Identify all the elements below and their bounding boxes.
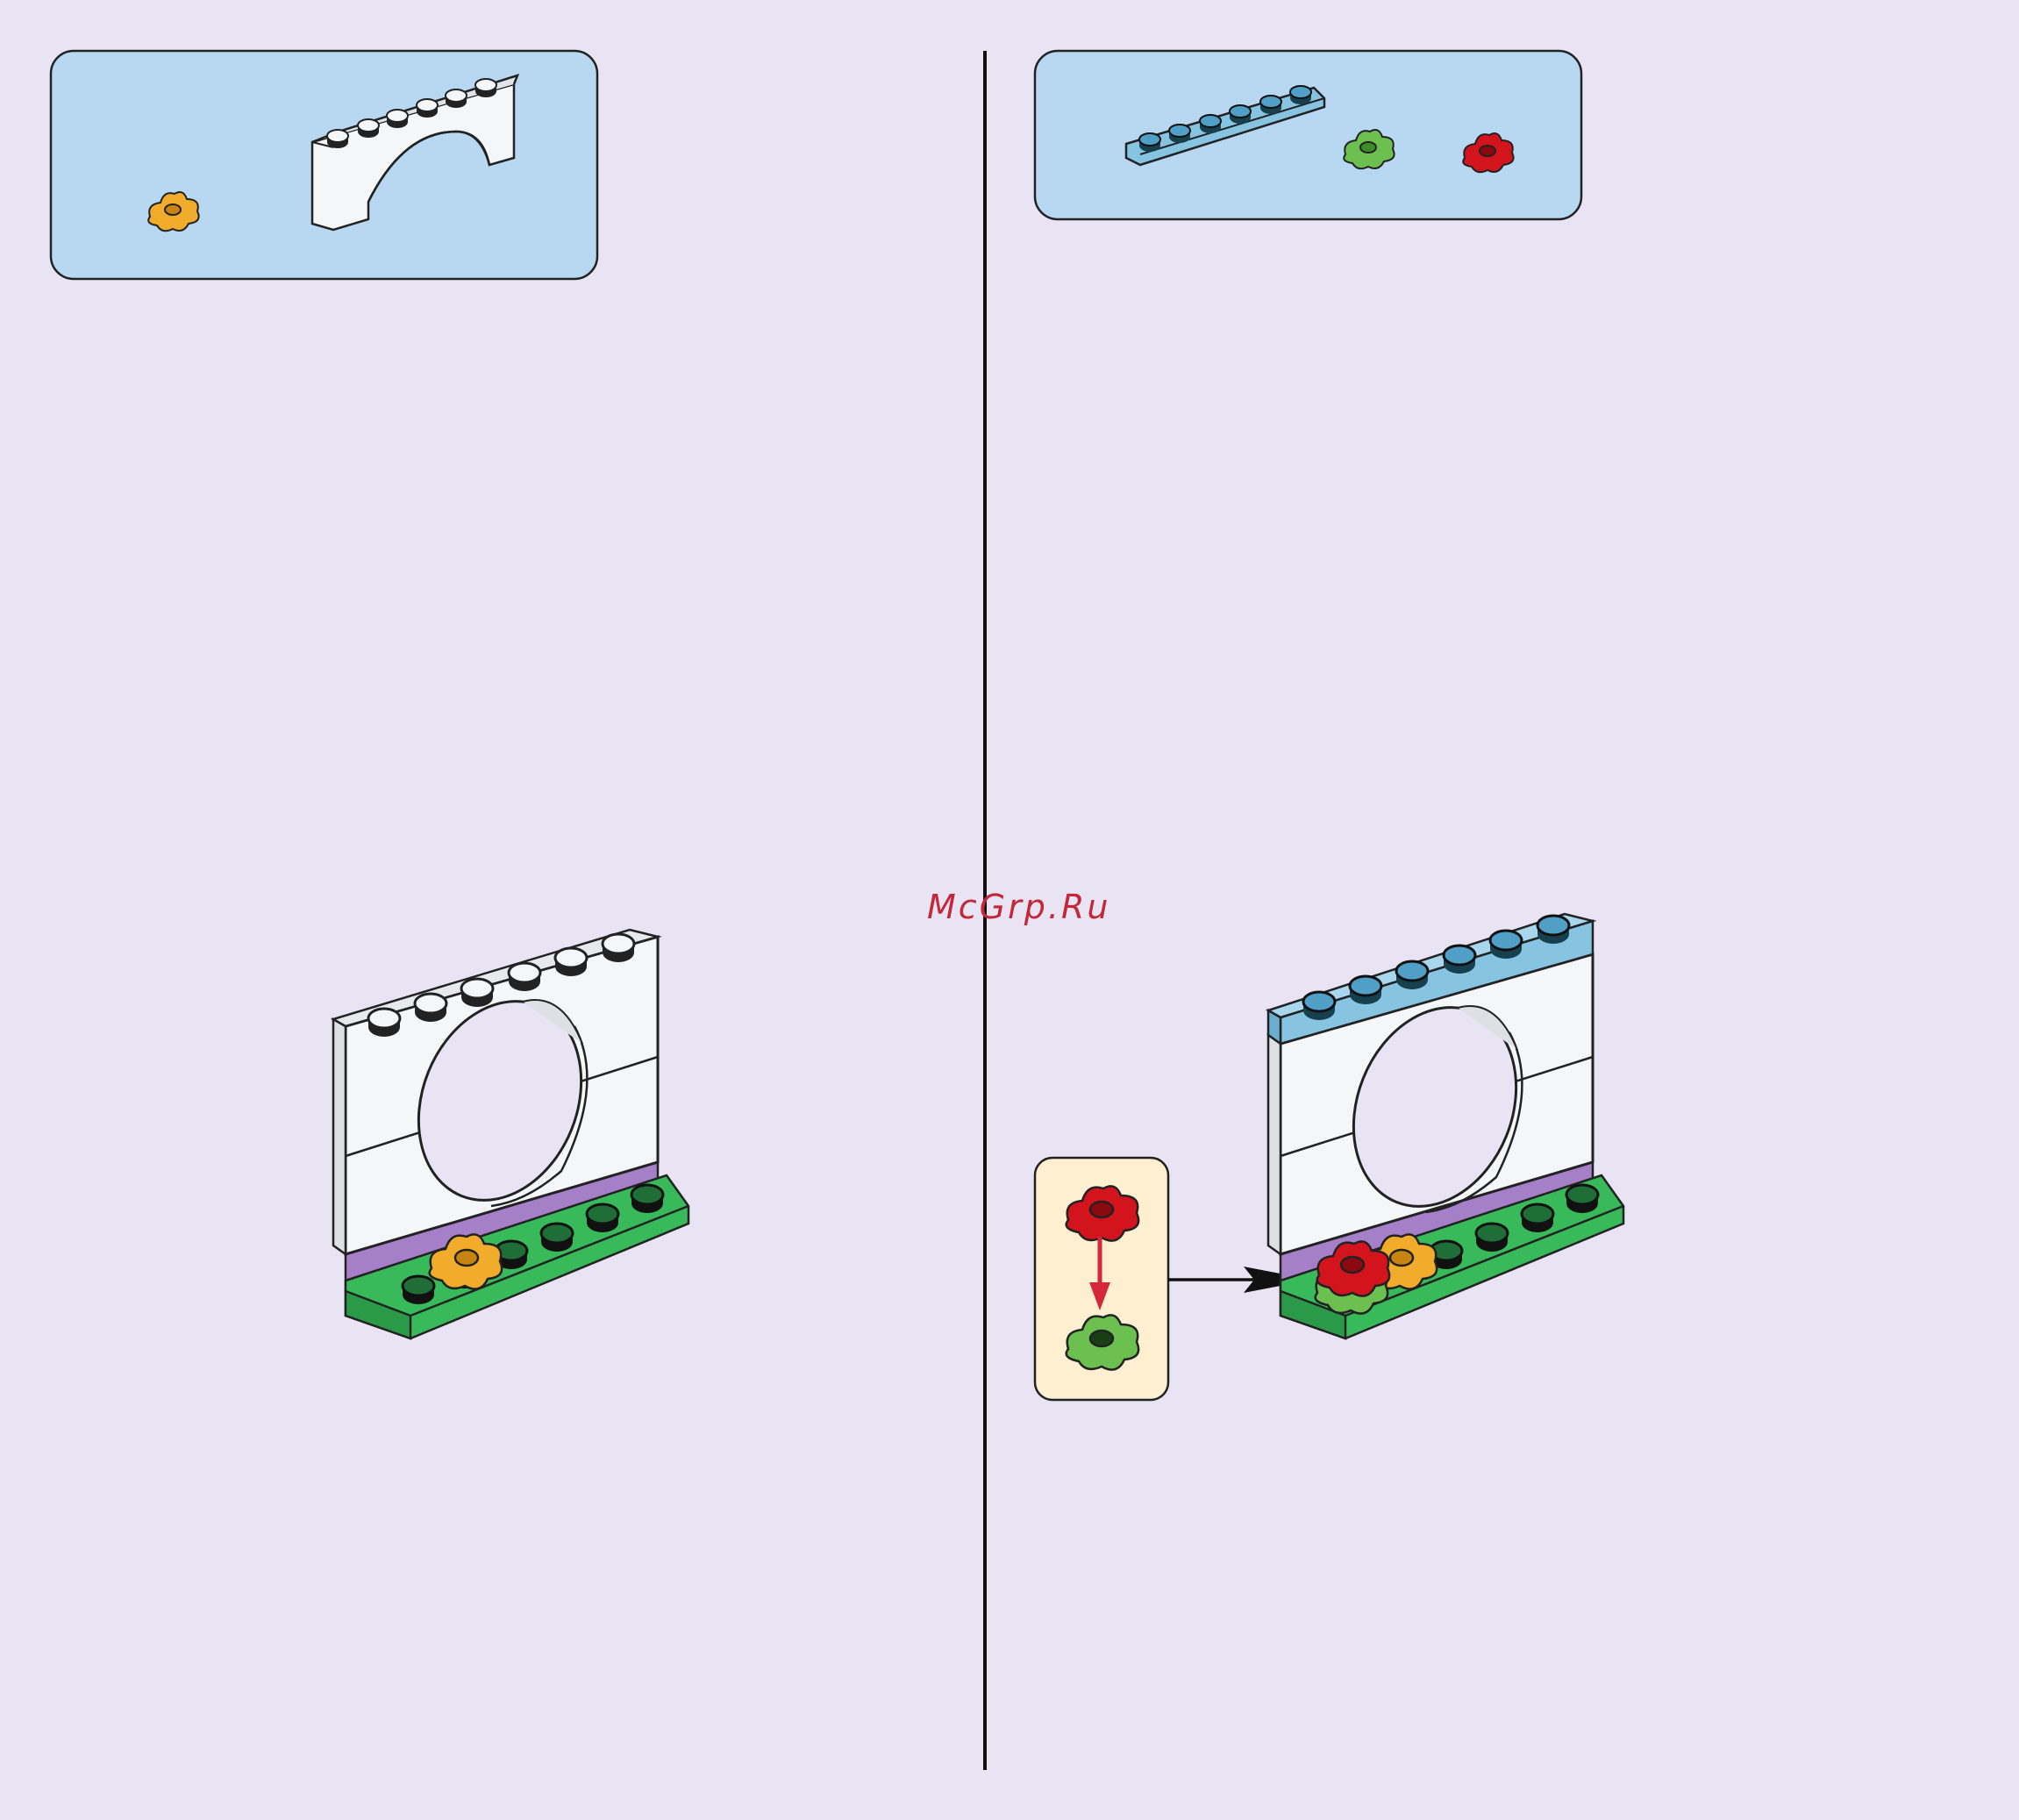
left-step [51, 51, 688, 1338]
left-assembly [333, 930, 688, 1338]
watermark-text: McGrp.Ru [927, 888, 1110, 926]
right-assembly [1268, 914, 1623, 1338]
left-parts-box [51, 51, 597, 279]
right-parts-box [1035, 51, 1581, 219]
flower-stack-callout [1035, 1158, 1168, 1400]
right-step [1035, 51, 1623, 1400]
